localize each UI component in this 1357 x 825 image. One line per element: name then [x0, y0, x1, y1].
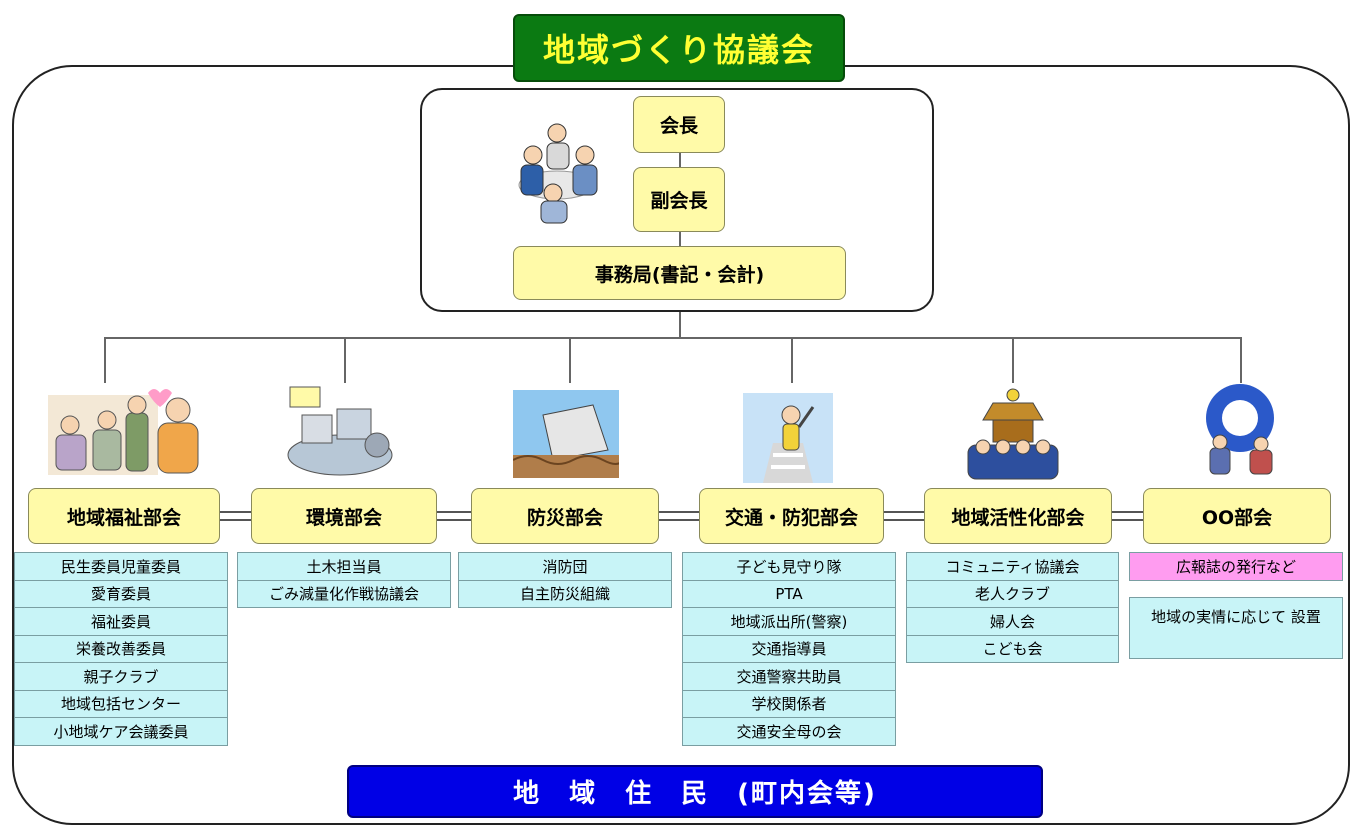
connector-line [569, 337, 571, 383]
link-bar [658, 511, 700, 521]
list-item: ごみ減量化作戦協議会 [237, 579, 451, 608]
dept-other: OO部会 [1143, 488, 1331, 544]
connector-line [104, 337, 106, 383]
festival-mikoshi-illustration [967, 388, 1059, 480]
link-bar [1111, 511, 1144, 521]
chair-box: 会長 [633, 96, 725, 153]
list-item: 愛育委員 [14, 579, 228, 608]
connector-line [1240, 337, 1242, 383]
dept-disaster: 防災部会 [471, 488, 659, 544]
list-item: 親子クラブ [14, 662, 228, 691]
list-item: 交通安全母の会 [682, 717, 896, 746]
list-item: 地域派出所(警察) [682, 607, 896, 636]
dept-revitalization: 地域活性化部会 [924, 488, 1112, 544]
list-item: 栄養改善委員 [14, 634, 228, 663]
list-item: 子ども見守り隊 [682, 552, 896, 581]
list-item: 老人クラブ [906, 579, 1119, 608]
list-item: 交通指導員 [682, 634, 896, 663]
revitalization-member-list: コミュニティ協議会 老人クラブ 婦人会 こども会 [906, 552, 1119, 663]
list-item: 福祉委員 [14, 607, 228, 636]
link-bar [436, 511, 472, 521]
garbage-pile-illustration [287, 386, 393, 476]
disaster-member-list: 消防団 自主防災組織 [458, 552, 672, 608]
other-member-list: 広報誌の発行など [1129, 552, 1343, 581]
list-item: 民生委員児童委員 [14, 552, 228, 581]
connector-line [679, 232, 681, 246]
list-item: 交通警察共助員 [682, 662, 896, 691]
connector-line [679, 312, 681, 338]
elderly-family-illustration [48, 389, 199, 475]
welfare-member-list: 民生委員児童委員 愛育委員 福祉委員 栄養改善委員 親子クラブ 地域包括センター… [14, 552, 228, 746]
list-item: こども会 [906, 634, 1119, 663]
list-item: コミュニティ協議会 [906, 552, 1119, 581]
residents-banner: 地 域 住 民 (町内会等) [347, 765, 1043, 818]
secretariat-box: 事務局(書記・会計) [513, 246, 846, 300]
dept-welfare: 地域福祉部会 [28, 488, 220, 544]
link-bar [219, 511, 252, 521]
dept-traffic-crime: 交通・防犯部会 [699, 488, 884, 544]
council-title: 地域づくり協議会 [513, 14, 845, 82]
collapsed-building-illustration [513, 390, 619, 478]
list-item: 土木担当員 [237, 552, 451, 581]
moon-viewing-illustration [1206, 384, 1274, 475]
link-bar [883, 511, 925, 521]
meeting-illustration [518, 123, 598, 224]
vice-chair-box: 副会長 [633, 167, 725, 232]
list-item: 地域包括センター [14, 689, 228, 718]
traffic-member-list: 子ども見守り隊 PTA 地域派出所(警察) 交通指導員 交通警察共助員 学校関係… [682, 552, 896, 746]
dept-environment: 環境部会 [251, 488, 437, 544]
list-item: 広報誌の発行など [1129, 552, 1343, 581]
connector-line [104, 337, 1242, 339]
list-item: 消防団 [458, 552, 672, 581]
list-item: PTA [682, 579, 896, 608]
connector-line [791, 337, 793, 383]
list-item: 学校関係者 [682, 689, 896, 718]
list-item: 自主防災組織 [458, 579, 672, 608]
crossing-guard-illustration [743, 393, 833, 483]
other-note: 地域の実情に応じて 設置 [1129, 597, 1343, 659]
connector-line [344, 337, 346, 383]
connector-line [679, 153, 681, 167]
environment-member-list: 土木担当員 ごみ減量化作戦協議会 [237, 552, 451, 608]
connector-line [1012, 337, 1014, 383]
list-item: 小地域ケア会議委員 [14, 717, 228, 746]
list-item: 婦人会 [906, 607, 1119, 636]
